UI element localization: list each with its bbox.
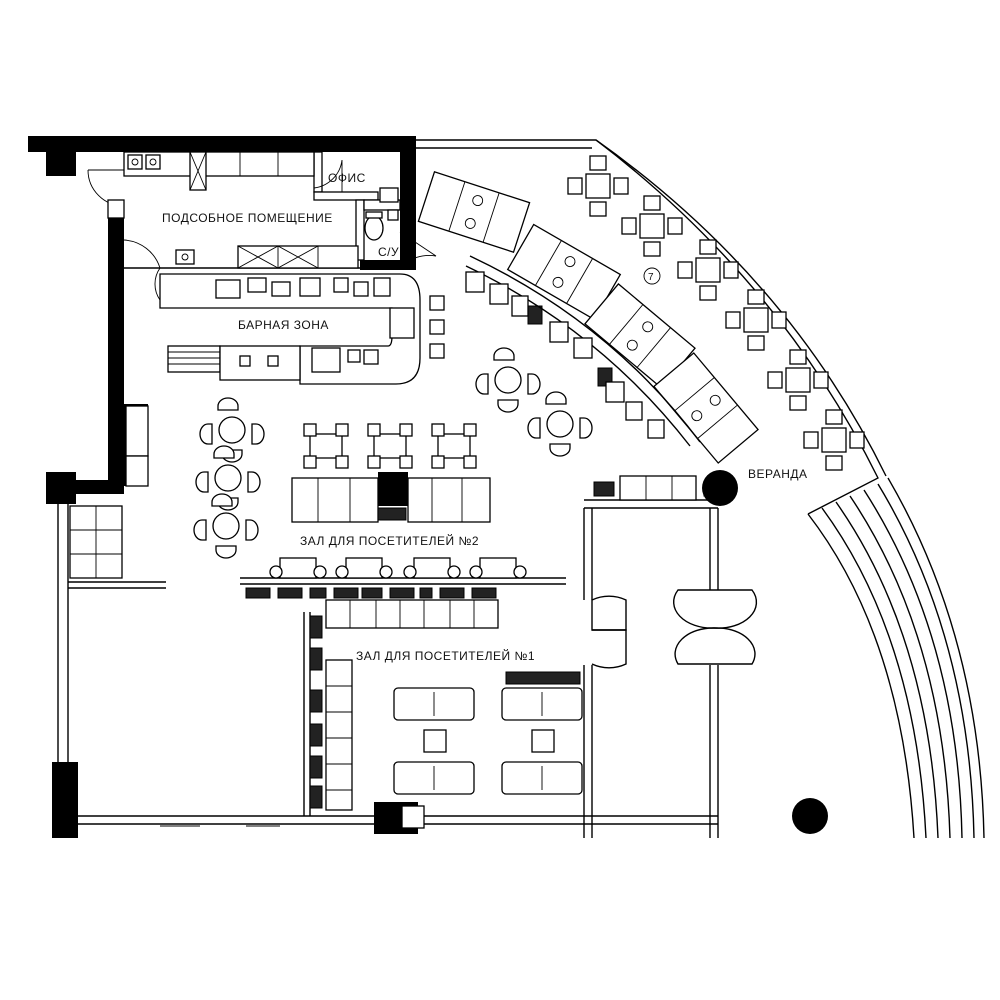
room-label-utility: ПОДСОБНОЕ ПОМЕЩЕНИЕ [162, 211, 333, 225]
row-tables-hall2 [269, 557, 527, 579]
left-wall-column [125, 405, 149, 487]
veranda-steps [807, 477, 985, 839]
lounge-left [393, 687, 475, 795]
utility-room: ПОДСОБНОЕ ПОМЕЩЕНИЕ ОФИС [87, 151, 399, 269]
bar-equipment [215, 277, 391, 373]
exterior-glazing [57, 504, 718, 827]
room-label-wc: С/У [378, 245, 399, 259]
veranda: 7 ВЕРАНДА [416, 139, 887, 834]
room-label-hall-2: ЗАЛ ДЛЯ ПОСЕТИТЕЛЕЙ №2 [300, 533, 479, 548]
round-tables-right [475, 347, 593, 457]
column [702, 470, 738, 506]
bar-zone: БАРНАЯ ЗОНА [154, 267, 445, 385]
room-label-bar: БАРНАЯ ЗОНА [238, 318, 329, 332]
room-label-veranda: ВЕРАНДА [748, 467, 808, 481]
veranda-booths [417, 171, 759, 464]
veranda-bench [465, 255, 701, 447]
round-tables-left [193, 397, 265, 559]
square-tables [303, 423, 477, 469]
lounge-right [501, 687, 583, 795]
veranda-cross-tables [567, 155, 865, 471]
veranda-bench-small [619, 475, 697, 501]
marker-number: 7 [648, 272, 654, 283]
swing-doors [591, 589, 758, 669]
column [792, 798, 828, 834]
booth-row-top [325, 599, 499, 629]
hall-2: ЗАЛ ДЛЯ ПОСЕТИТЕЛЕЙ №2 [125, 347, 593, 579]
wc-room: С/У [364, 211, 437, 269]
sofa-group [291, 477, 491, 523]
room-label-office: ОФИС [328, 171, 366, 185]
room-label-hall-1: ЗАЛ ДЛЯ ПОСЕТИТЕЛЕЙ №1 [356, 648, 535, 663]
corner-booth-left [69, 505, 123, 579]
hall-1: ЗАЛ ДЛЯ ПОСЕТИТЕЛЕЙ №1 [69, 505, 583, 829]
booth-column-left [325, 659, 353, 811]
